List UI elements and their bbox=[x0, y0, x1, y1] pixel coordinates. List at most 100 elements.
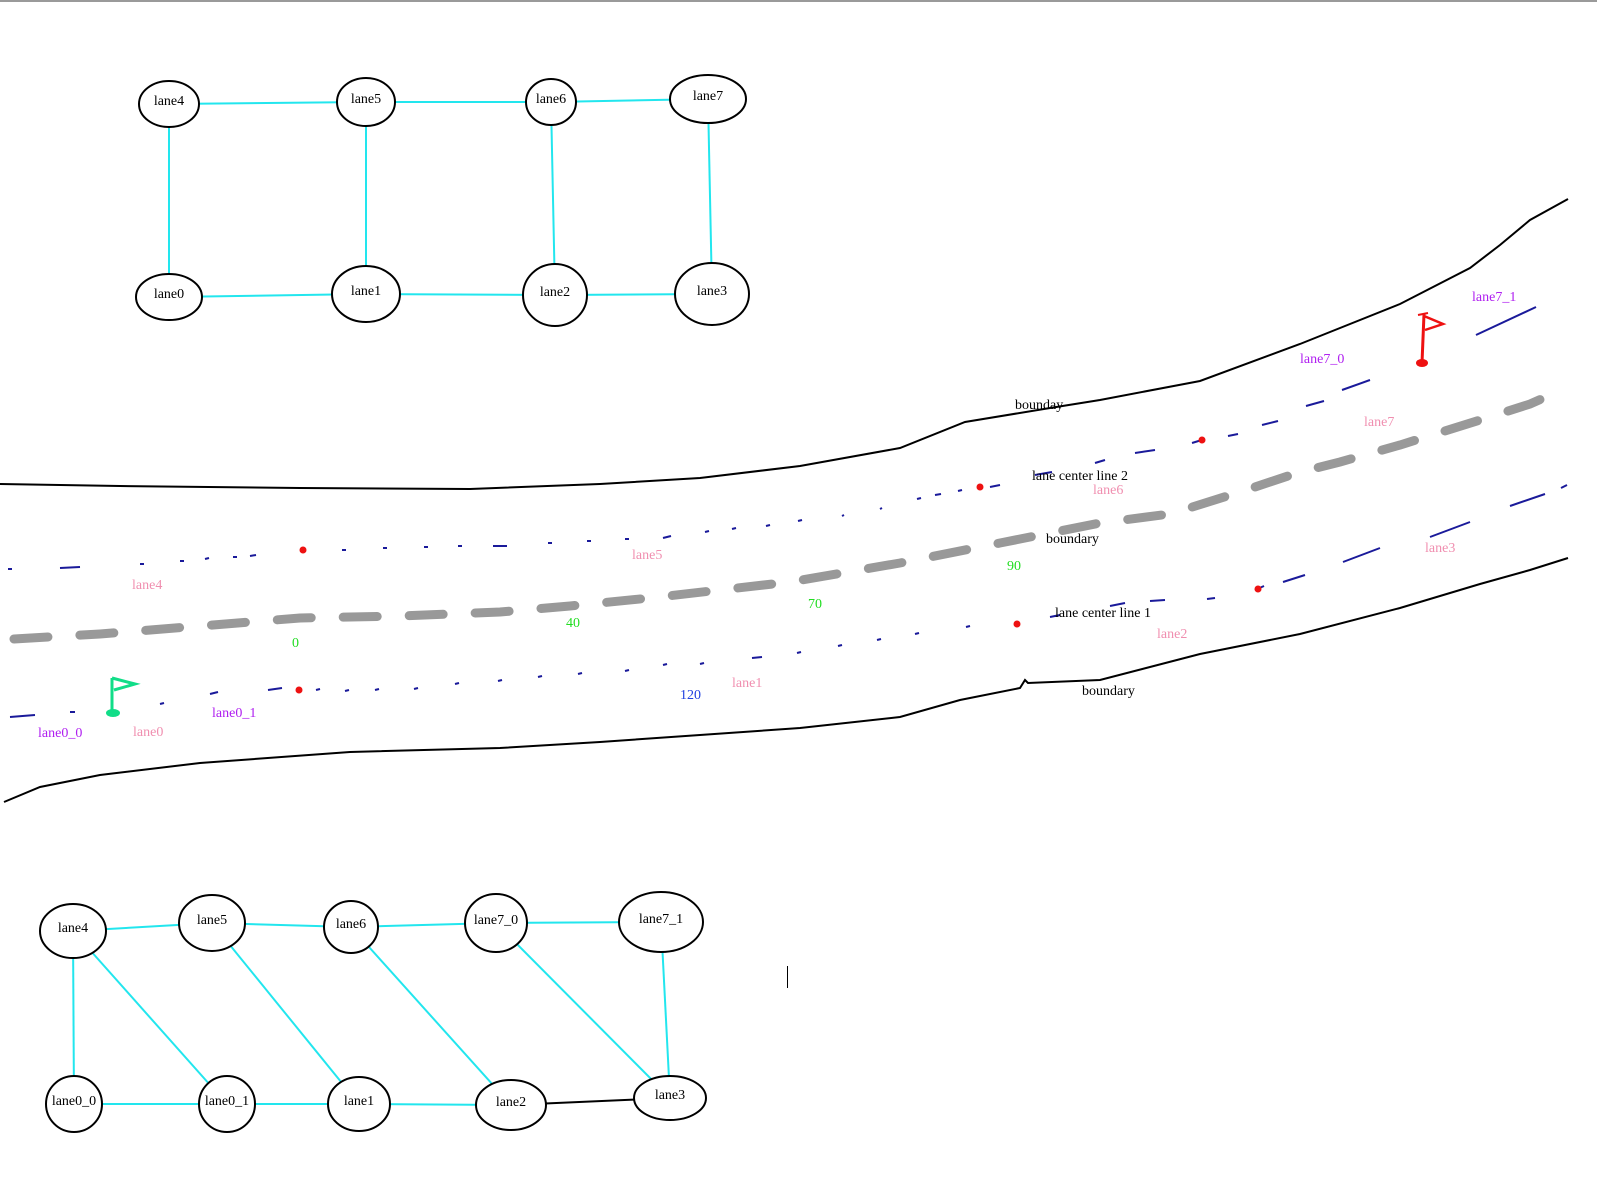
lane-marker-dash bbox=[1149, 599, 1166, 602]
bottom-node-lane2[interactable]: lane2 bbox=[475, 1079, 547, 1131]
bottom-node-label: lane0_0 bbox=[52, 1094, 96, 1109]
bottom-node-lane7_1[interactable]: lane7_1 bbox=[618, 891, 704, 953]
lane-marker-dash bbox=[965, 625, 971, 628]
boundary-label-top: bounday bbox=[1015, 398, 1063, 413]
lane-marker-dash bbox=[1509, 493, 1546, 507]
lane-marker-dash bbox=[159, 702, 165, 705]
lane-marker-dash bbox=[876, 638, 882, 641]
bottom-node-lane3[interactable]: lane3 bbox=[633, 1075, 707, 1121]
bottom-node-label: lane3 bbox=[655, 1088, 685, 1103]
lane-marker-dash bbox=[9, 714, 36, 718]
top-node-ellipse bbox=[669, 74, 747, 124]
lane-marker-dash bbox=[1034, 471, 1053, 476]
top-node-label: lane5 bbox=[351, 92, 381, 107]
bottom-node-ellipse bbox=[39, 903, 107, 959]
waypoint-marker bbox=[299, 546, 307, 554]
bottom-node-ellipse bbox=[464, 893, 528, 953]
lane3-label: lane3 bbox=[1425, 541, 1455, 556]
bottom-edge-lane5-lane1 bbox=[211, 922, 360, 1105]
bottom-node-lane1[interactable]: lane1 bbox=[327, 1076, 391, 1132]
bottom-node-lane4[interactable]: lane4 bbox=[39, 903, 107, 959]
lane-marker-dash bbox=[1475, 306, 1537, 336]
top-node-label: lane0 bbox=[154, 287, 184, 302]
segment-lane0-1-label: lane0_1 bbox=[212, 706, 256, 721]
lane-marker-dash bbox=[841, 514, 845, 517]
lane-marker-dash bbox=[662, 663, 668, 666]
top-node-lane1[interactable]: lane1 bbox=[331, 265, 401, 323]
lane-marker-dash bbox=[989, 484, 1001, 488]
bottom-node-lane0_0[interactable]: lane0_0 bbox=[45, 1075, 103, 1133]
bottom-node-ellipse bbox=[633, 1075, 707, 1121]
lane-marker-dash bbox=[1342, 547, 1381, 563]
lane-marker-dash bbox=[1341, 379, 1371, 391]
top-node-label: lane3 bbox=[697, 284, 727, 299]
lane-marker-dash bbox=[1429, 521, 1471, 538]
road-boundary-bottom bbox=[3, 557, 1569, 803]
bottom-node-label: lane7_1 bbox=[639, 912, 683, 927]
top-node-lane5[interactable]: lane5 bbox=[336, 77, 396, 127]
bottom-node-label: lane2 bbox=[496, 1095, 526, 1110]
station-label-120: 120 bbox=[680, 688, 701, 703]
bottom-node-ellipse bbox=[618, 891, 704, 953]
waypoint-marker bbox=[976, 483, 984, 491]
top-node-lane0[interactable]: lane0 bbox=[135, 273, 203, 321]
lane-marker-dashes bbox=[8, 306, 1568, 718]
lane-marker-dash bbox=[1094, 459, 1106, 464]
waypoint-marker bbox=[1254, 585, 1262, 593]
lane6-label: lane6 bbox=[1093, 483, 1123, 498]
lane-marker-dash bbox=[879, 507, 883, 510]
top-node-lane3[interactable]: lane3 bbox=[674, 262, 750, 326]
lane-marker-dash bbox=[765, 524, 771, 527]
lane-marker-dash bbox=[837, 644, 843, 647]
lane-center-line-1-label: lane center line 1 bbox=[1055, 606, 1151, 621]
lane-marker-dash bbox=[374, 688, 380, 691]
bottom-node-label: lane0_1 bbox=[205, 1094, 249, 1109]
top-node-label: lane1 bbox=[351, 284, 381, 299]
bottom-node-ellipse bbox=[198, 1075, 256, 1133]
waypoint-marker bbox=[1013, 620, 1021, 628]
bottom-node-label: lane1 bbox=[344, 1094, 374, 1109]
top-node-ellipse bbox=[138, 80, 200, 128]
bottom-node-lane0_1[interactable]: lane0_1 bbox=[198, 1075, 256, 1133]
bottom-node-lane7_0[interactable]: lane7_0 bbox=[464, 893, 528, 953]
lane-graph-bottom-nodes: lane4 lane5 lane6 lane7_0 lane7_1 lane0_0 lane… bbox=[39, 891, 707, 1133]
lane-marker-dash bbox=[704, 530, 710, 533]
bottom-node-ellipse bbox=[475, 1079, 547, 1131]
lane-marker-dash bbox=[957, 489, 963, 492]
lane2-label: lane2 bbox=[1157, 627, 1187, 642]
top-node-ellipse bbox=[522, 263, 588, 327]
lane-graph-top: lane4 lane5 lane6 lane7 lane0 lane1 lane2 lane3 bbox=[135, 74, 750, 327]
station-label-90: 90 bbox=[1007, 559, 1021, 574]
start-flag-icon bbox=[106, 676, 141, 717]
top-node-label: lane2 bbox=[540, 285, 570, 300]
bottom-edge-lane7_0-lane3 bbox=[495, 922, 671, 1099]
lane-marker-dash bbox=[344, 689, 350, 692]
lane-marker-dash bbox=[699, 662, 705, 665]
top-node-lane2[interactable]: lane2 bbox=[522, 263, 588, 327]
station-label-70: 70 bbox=[808, 597, 822, 612]
lane1-label: lane1 bbox=[732, 676, 762, 691]
lane-marker-dash bbox=[1261, 420, 1279, 426]
lane-marker-dash bbox=[59, 566, 81, 569]
bottom-node-ellipse bbox=[178, 894, 246, 952]
top-node-label: lane6 bbox=[536, 92, 566, 107]
top-node-lane7[interactable]: lane7 bbox=[669, 74, 747, 124]
lane-marker-dash bbox=[204, 557, 210, 560]
top-node-lane4[interactable]: lane4 bbox=[138, 80, 200, 128]
lane4-label: lane4 bbox=[132, 578, 162, 593]
lane-marker-dash bbox=[315, 688, 321, 691]
bottom-node-label: lane4 bbox=[58, 921, 88, 936]
bottom-node-lane6[interactable]: lane6 bbox=[323, 900, 379, 954]
waypoint-markers bbox=[295, 436, 1262, 694]
top-node-label: lane7 bbox=[693, 89, 723, 104]
lane-marker-dash bbox=[796, 651, 802, 654]
lane-marker-dash bbox=[209, 691, 219, 695]
lane-marker-dash bbox=[731, 527, 737, 530]
lane-marker-dash bbox=[1227, 433, 1239, 437]
top-node-label: lane4 bbox=[154, 94, 184, 109]
top-node-lane6[interactable]: lane6 bbox=[525, 78, 577, 126]
lane-marker-dash bbox=[1049, 614, 1061, 618]
bottom-edge-lane6-lane2 bbox=[350, 926, 512, 1106]
bottom-node-lane5[interactable]: lane5 bbox=[178, 894, 246, 952]
